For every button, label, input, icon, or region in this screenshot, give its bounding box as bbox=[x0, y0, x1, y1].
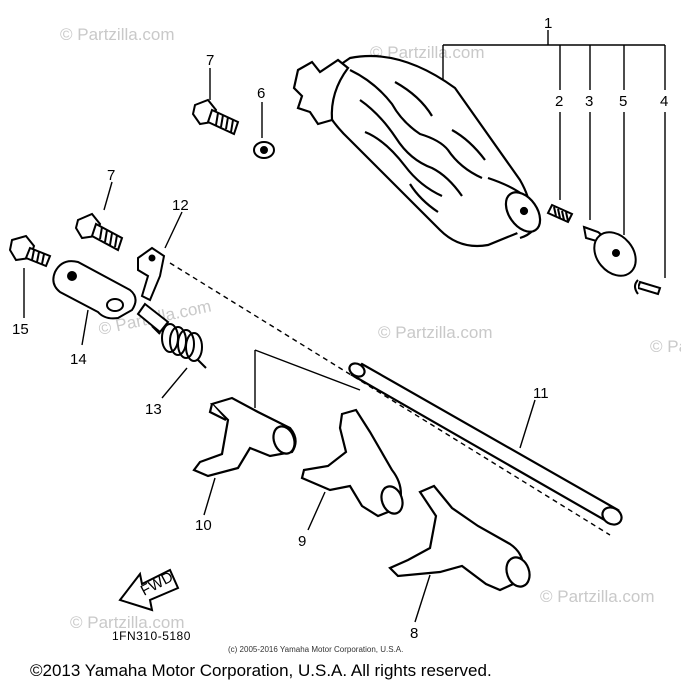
bolt-15 bbox=[8, 234, 52, 268]
shift-arm-plate bbox=[136, 246, 170, 334]
watermark: © Partzilla.com bbox=[70, 613, 185, 632]
label-part-1: 1 bbox=[544, 15, 552, 32]
shift-fork-8 bbox=[388, 484, 531, 592]
label-part-3: 3 bbox=[585, 93, 593, 110]
label-part-9: 9 bbox=[298, 533, 306, 550]
label-part-5: 5 bbox=[619, 93, 627, 110]
small-copyright: (c) 2005-2016 Yamaha Motor Corporation, … bbox=[228, 645, 403, 654]
fwd-arrow: FWD bbox=[118, 568, 180, 612]
watermark: © Partzilla.com bbox=[60, 25, 175, 44]
fork-shaft bbox=[348, 362, 623, 526]
watermark: © Partzilla.com bbox=[370, 43, 485, 62]
bolts bbox=[74, 98, 275, 252]
label-part-7: 7 bbox=[206, 52, 214, 69]
diagram-code: 1FN310-5180 bbox=[112, 629, 191, 643]
label-part-12: 12 bbox=[172, 197, 189, 214]
leader-lines bbox=[23, 30, 666, 623]
drum-pin-spring bbox=[546, 203, 662, 296]
footer-copyright: ©2013 Yamaha Motor Corporation, U.S.A. A… bbox=[30, 661, 492, 680]
label-part-15: 15 bbox=[12, 321, 29, 338]
torsion-spring bbox=[151, 323, 207, 369]
shift-fork-10 bbox=[192, 396, 297, 478]
watermark: © Partzilla.com bbox=[378, 323, 493, 342]
label-part-13: 13 bbox=[145, 401, 162, 418]
label-part-7: 7 bbox=[107, 167, 115, 184]
label-part-2: 2 bbox=[555, 93, 563, 110]
label-part-6: 6 bbox=[257, 85, 265, 102]
stopper-lever bbox=[52, 260, 137, 320]
label-part-8: 8 bbox=[410, 625, 418, 642]
label-part-14: 14 bbox=[70, 351, 87, 368]
watermark: © Partzilla.com bbox=[540, 587, 655, 606]
shift-fork-9 bbox=[300, 408, 404, 518]
part-number-labels: 1 2 3 5 4 7 6 7 12 15 14 13 11 10 9 8 bbox=[12, 15, 668, 642]
watermark: © Partzilla.com bbox=[650, 337, 681, 356]
label-part-4: 4 bbox=[660, 93, 668, 110]
label-part-10: 10 bbox=[195, 517, 212, 534]
label-part-11: 11 bbox=[533, 385, 549, 402]
shift-drum bbox=[292, 54, 542, 248]
